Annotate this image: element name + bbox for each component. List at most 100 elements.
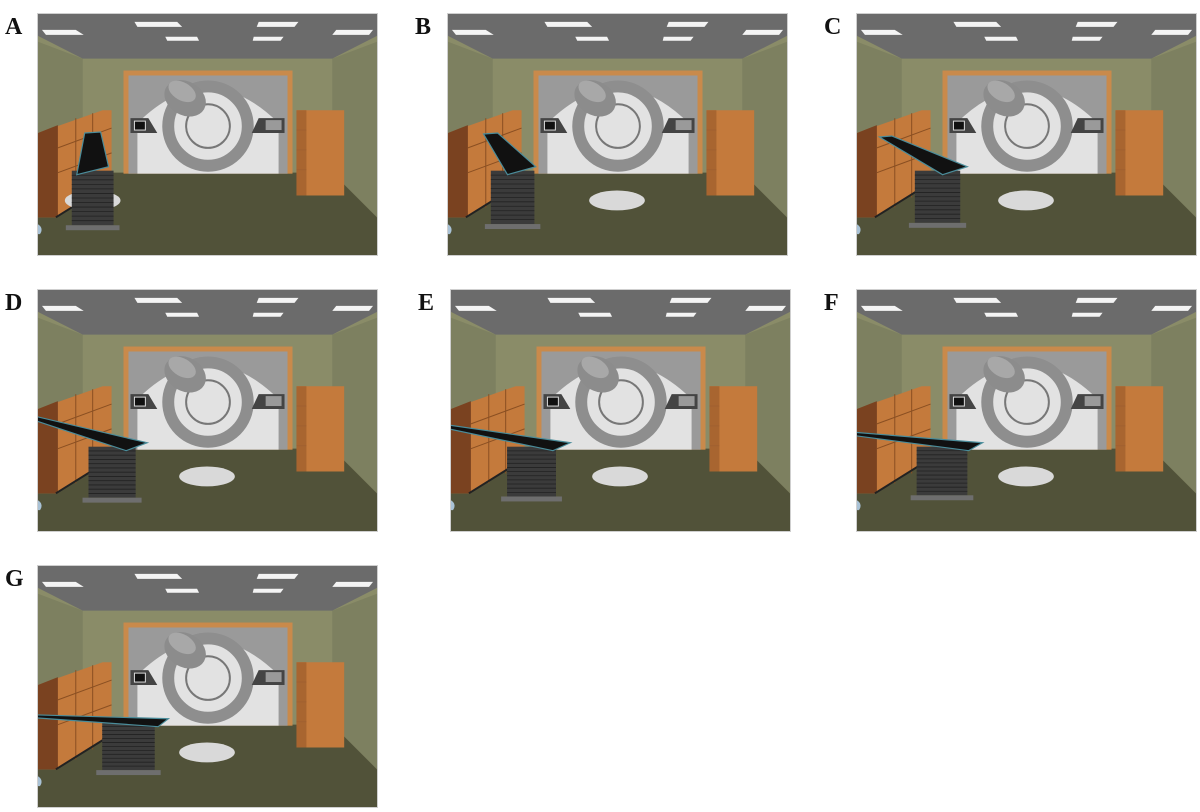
couch-base-lines (914, 174, 961, 219)
ceiling (451, 290, 790, 335)
floor-disc (592, 466, 648, 487)
ceiling-lights (860, 297, 1193, 317)
ceiling-lights (41, 21, 374, 41)
right-cabinet (296, 110, 345, 196)
couch-pedestal (501, 496, 562, 502)
panel-label-e: E (418, 290, 435, 316)
room-render-panel-f (856, 289, 1197, 532)
treatment-couch (451, 424, 573, 502)
left-cabinet (857, 110, 932, 219)
panel-label-c: C (824, 14, 842, 40)
ceiling (857, 14, 1196, 59)
treatment-couch (38, 714, 171, 776)
stool (38, 500, 42, 511)
ceiling (857, 290, 1196, 335)
right-monitor (251, 118, 285, 134)
treatment-couch (857, 431, 985, 501)
stool (38, 224, 42, 235)
right-monitor (1070, 118, 1104, 134)
room-render-panel-c (856, 13, 1197, 256)
couch-pedestal (908, 222, 967, 228)
room-render-panel-a (37, 13, 378, 256)
gantry-ring (572, 80, 664, 172)
left-monitor (949, 394, 977, 410)
right-cabinet (1115, 110, 1164, 196)
couch-base-lines (916, 450, 968, 492)
room-render-panel-g (37, 565, 378, 808)
stool (448, 224, 452, 235)
panel-label-a: A (5, 14, 23, 40)
right-monitor (664, 394, 698, 410)
ceiling (448, 14, 787, 59)
stool (857, 224, 861, 235)
room-scene (38, 566, 377, 807)
panel-label-g: G (5, 566, 24, 592)
stool (857, 500, 861, 511)
couch-pedestal (82, 497, 142, 503)
ceiling-lights (454, 297, 787, 317)
room-scene (38, 290, 377, 531)
right-cabinet (296, 386, 345, 472)
right-cabinet (1115, 386, 1164, 472)
room-scene (448, 14, 787, 255)
couch-pedestal (65, 225, 120, 231)
left-monitor (540, 118, 568, 134)
couch-pedestal (96, 770, 161, 776)
right-cabinet (296, 662, 345, 748)
gantry-ring (162, 632, 254, 724)
floor-disc (179, 466, 235, 487)
right-cabinet (709, 386, 758, 472)
couch-pedestal (910, 495, 974, 501)
treatment-couch (877, 135, 969, 228)
ceiling-lights (41, 297, 374, 317)
couch-base-lines (490, 174, 535, 221)
couch-pedestal (484, 224, 541, 230)
gantry-ring (981, 80, 1073, 172)
treatment-couch (65, 131, 120, 231)
linac-head (164, 632, 206, 669)
linac-head (983, 80, 1025, 117)
ceiling (38, 14, 377, 59)
ceiling-lights (41, 573, 374, 593)
room-render-panel-e (450, 289, 791, 532)
linac-head (164, 80, 206, 117)
couch-top (38, 714, 171, 728)
linac-head (577, 356, 619, 393)
treatment-couch (38, 416, 150, 503)
gantry-ring (162, 356, 254, 448)
right-cabinet (706, 110, 755, 196)
stool (451, 500, 455, 511)
couch-top (38, 416, 150, 452)
ceiling (38, 566, 377, 611)
floor-disc (179, 742, 235, 763)
couch-base-lines (507, 450, 556, 493)
ceiling-lights (860, 21, 1193, 41)
floor (38, 172, 377, 255)
couch-base-lines (88, 450, 136, 494)
couch-top (857, 431, 985, 452)
floor-disc (998, 190, 1054, 211)
right-monitor (1070, 394, 1104, 410)
room-scene (451, 290, 790, 531)
couch-base-lines (71, 174, 114, 222)
panel-label-b: B (415, 14, 432, 40)
ceiling (38, 290, 377, 335)
gantry-ring (575, 356, 667, 448)
couch-base-lines (102, 726, 155, 767)
gantry-ring (162, 80, 254, 172)
floor-disc (589, 190, 645, 211)
couch-top (76, 131, 110, 176)
gantry-ring (981, 356, 1073, 448)
linac-head (164, 356, 206, 393)
room-scene (38, 14, 377, 255)
stool (38, 776, 42, 787)
treatment-couch (482, 132, 541, 230)
room-scene (857, 14, 1196, 255)
couch-top (451, 424, 573, 452)
left-monitor (949, 118, 977, 134)
room-render-panel-b (447, 13, 788, 256)
panel-label-d: D (5, 290, 23, 316)
right-monitor (251, 670, 285, 686)
couch-top (482, 132, 537, 176)
panel-label-f: F (824, 290, 839, 316)
